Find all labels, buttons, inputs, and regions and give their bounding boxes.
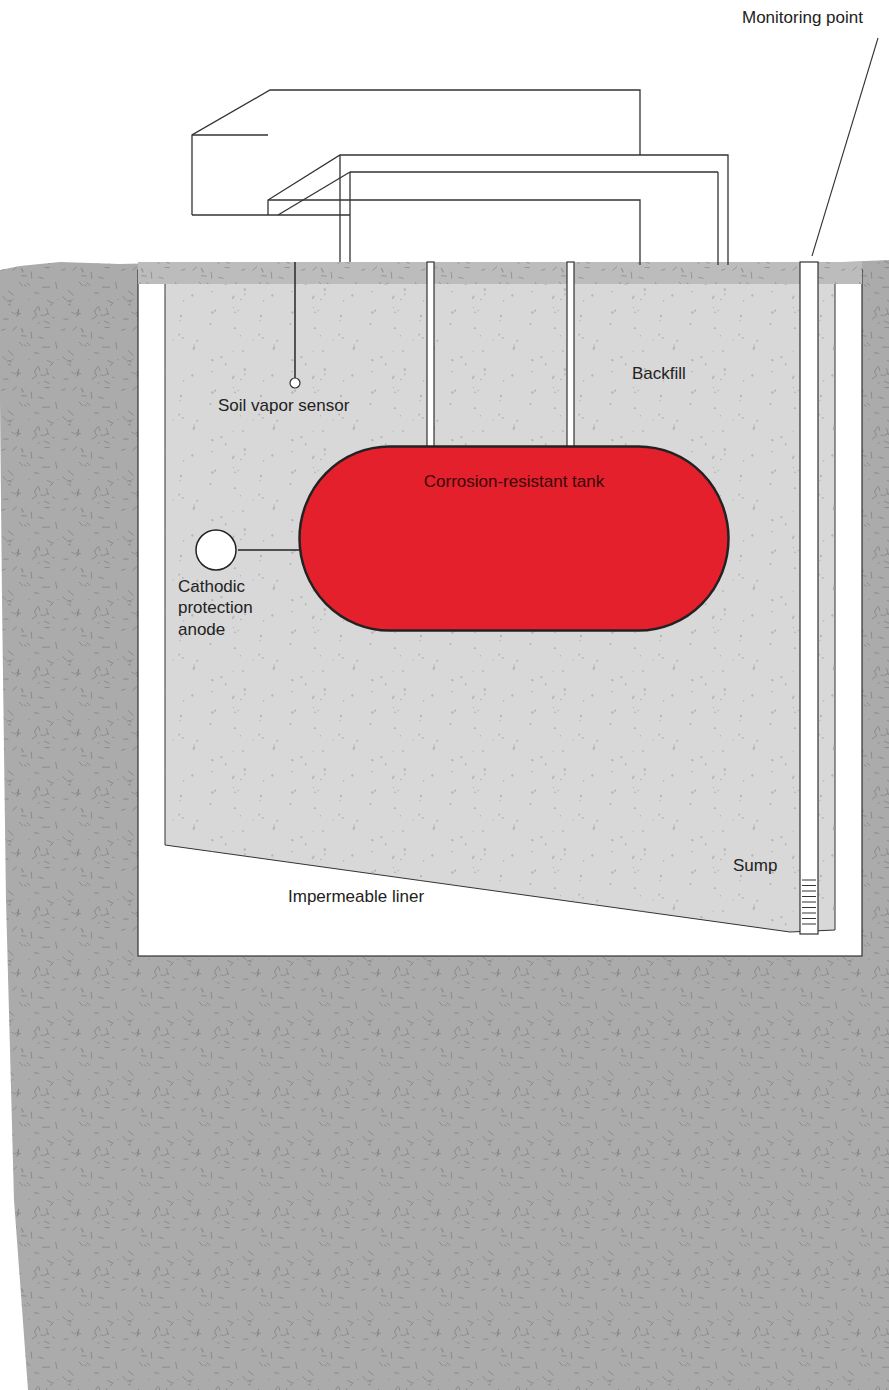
monitoring-pipe xyxy=(800,262,818,934)
sump-screen xyxy=(802,880,816,924)
sensor-pipe xyxy=(294,262,296,378)
anode-wire xyxy=(238,549,299,551)
leader-line xyxy=(812,38,878,256)
part-label: Impermeable liner xyxy=(288,887,424,907)
part-label: Monitoring point xyxy=(742,8,863,28)
building-outline xyxy=(192,90,728,265)
ground-texture xyxy=(0,260,889,1390)
surface-soil xyxy=(138,262,862,284)
tank-shape: Corrosion-resistant tank xyxy=(298,445,730,632)
surface-soil-texture xyxy=(138,262,862,284)
tank-label: Corrosion-resistant tank xyxy=(424,471,604,492)
part-label: Soil vapor sensor xyxy=(218,396,349,416)
impermeable-liner xyxy=(138,270,862,956)
anode-label: Cathodic protection anode xyxy=(178,576,276,640)
fill-pipes xyxy=(427,262,574,468)
part-label: Sump xyxy=(733,856,777,876)
backfill xyxy=(165,270,835,932)
anode-symbol: Cathodic protection anode xyxy=(176,528,286,650)
part-label: Backfill xyxy=(632,364,686,384)
backfill-texture xyxy=(165,270,835,932)
ground xyxy=(0,260,889,1390)
soil-vapor-sensor xyxy=(290,378,300,388)
anode-circle xyxy=(194,528,238,572)
